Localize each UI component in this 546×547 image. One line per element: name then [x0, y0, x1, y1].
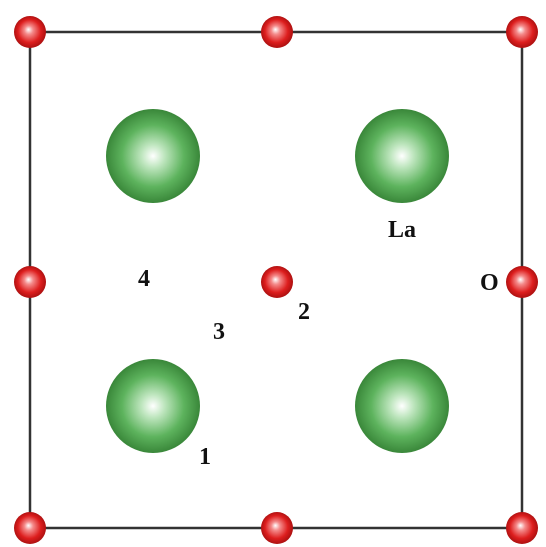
site-label-4: 4 [138, 266, 150, 292]
o-atom-corner-top-right [506, 16, 538, 48]
la-atom-top-right [355, 109, 449, 203]
oxygen-atoms [14, 16, 538, 544]
o-atom-corner-bottom-left [14, 512, 46, 544]
o-atom-corner-bottom-right [506, 512, 538, 544]
o-atom-corner-top-left [14, 16, 46, 48]
o-atom-edge-bottom [261, 512, 293, 544]
o-label: O [480, 270, 499, 296]
site-label-2: 2 [298, 299, 310, 325]
la-atom-top-left [106, 109, 200, 203]
o-atom-center [261, 266, 293, 298]
o-atom-edge-top [261, 16, 293, 48]
o-atom-edge-right [506, 266, 538, 298]
lanthanum-atoms [106, 109, 449, 453]
site-label-1: 1 [199, 444, 211, 470]
la-atom-bottom-left [106, 359, 200, 453]
o-atom-edge-left [14, 266, 46, 298]
site-label-3: 3 [213, 319, 225, 345]
la-label: La [388, 217, 416, 243]
la-atom-bottom-right [355, 359, 449, 453]
